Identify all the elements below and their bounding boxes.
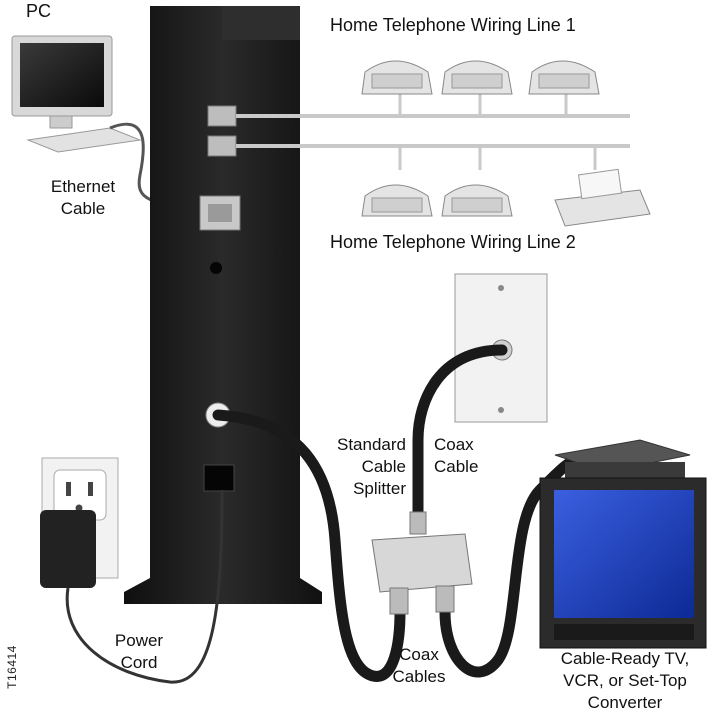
splitter-label-line3: Splitter — [353, 479, 406, 498]
tv-icon — [539, 439, 707, 649]
telephone-icon — [441, 60, 513, 95]
power-port — [203, 464, 235, 492]
coax-cable-tv — [439, 452, 586, 678]
tv-label-line3: Converter — [587, 693, 663, 712]
tv-label-line1: Cable-Ready TV, — [560, 649, 690, 668]
tv-label: Cable-Ready TV, VCR, or Set-Top Converte… — [540, 648, 710, 714]
power-cord-label-line1: Power — [114, 631, 164, 650]
telephone-icon — [361, 184, 433, 217]
phone-line-1-label: Home Telephone Wiring Line 1 — [330, 15, 576, 35]
pc-icon — [11, 35, 142, 153]
ethernet-cable-label: Ethernet Cable — [38, 176, 128, 220]
splitter-label-line2: Cable — [361, 457, 406, 476]
coax-cables-label: Coax Cables — [384, 644, 454, 688]
ethernet-cable-label-line1: Ethernet — [50, 177, 116, 196]
power-cord-label-line2: Cord — [120, 653, 158, 672]
power-cord-label: Power Cord — [104, 630, 174, 674]
coax-cable-label: Coax Cable — [434, 434, 478, 478]
power-plug — [40, 510, 96, 588]
tv-label-line2: VCR, or Set-Top — [563, 671, 687, 690]
telephone-icon — [441, 184, 513, 217]
phone-port-2 — [207, 135, 237, 157]
cable-splitter — [371, 511, 473, 615]
standard-splitter-label: Standard Cable Splitter — [318, 434, 406, 500]
telephone-icon — [528, 60, 600, 95]
coax-cables-label-line1: Coax — [399, 645, 439, 664]
phone-line-2-label: Home Telephone Wiring Line 2 — [330, 232, 576, 252]
coax-cable-modem — [212, 409, 406, 682]
phone-port-1 — [207, 105, 237, 127]
fax-machine-icon — [554, 168, 651, 227]
telephone-icon — [361, 60, 433, 95]
coax-cables-label-line2: Cables — [392, 667, 446, 686]
pc-label: PC — [26, 1, 52, 21]
coax-cable-label-line2: Cable — [434, 457, 479, 476]
reset-button — [210, 262, 222, 274]
cable-modem — [124, 6, 322, 604]
phone-wiring — [236, 94, 630, 170]
ethernet-cable-label-line2: Cable — [60, 199, 106, 218]
coax-cable-label-line1: Coax — [434, 435, 474, 454]
figure-id: T16414 — [4, 645, 19, 689]
coax-cable-wall — [412, 344, 508, 521]
splitter-label-line1: Standard — [337, 435, 406, 454]
power-cord — [65, 489, 224, 684]
